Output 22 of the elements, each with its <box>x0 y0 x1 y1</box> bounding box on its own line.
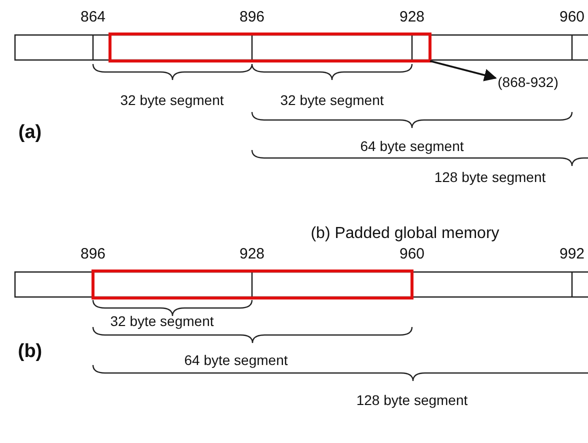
address-label: 896 <box>239 8 265 26</box>
arrow <box>430 60 497 82</box>
address-label: 928 <box>239 246 265 262</box>
address-range-label: (868-932) <box>498 74 558 90</box>
segment-label: 128 byte segment <box>434 169 546 185</box>
segment-label: 128 byte segment <box>356 392 468 408</box>
highlight-rect <box>92 270 414 300</box>
address-label: 960 <box>559 8 585 26</box>
segment-label: 64 byte segment <box>360 138 464 154</box>
address-label: 992 <box>559 246 585 262</box>
panel-label: (a) <box>18 122 42 144</box>
segment-label: 32 byte segment <box>280 92 384 108</box>
segment-label: 32 byte segment <box>110 313 214 329</box>
highlight-rect <box>108 32 432 62</box>
address-label: 928 <box>399 8 425 26</box>
segment-label: 32 byte segment <box>120 92 224 108</box>
panel-title: (b) Padded global memory <box>310 225 500 243</box>
panel-label: (b) <box>18 341 42 363</box>
segment-label: 64 byte segment <box>184 352 288 368</box>
address-label: 896 <box>80 246 106 262</box>
address-label: 960 <box>399 246 425 262</box>
address-label: 864 <box>80 8 106 26</box>
